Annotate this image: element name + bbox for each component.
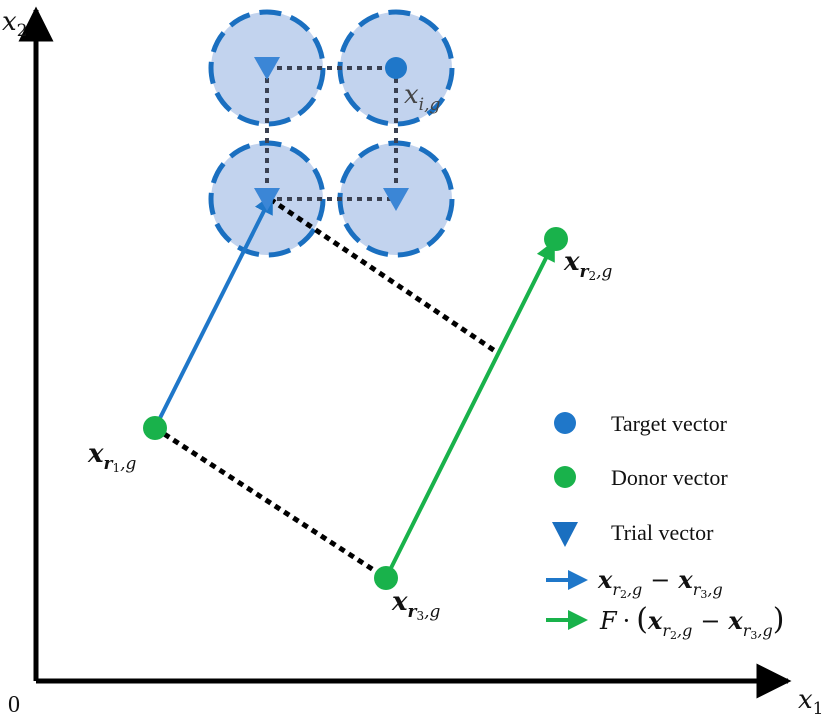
trial-vector-marker-3 <box>383 188 409 211</box>
target-vector-point <box>385 57 407 79</box>
donor-point-r2 <box>544 227 568 251</box>
y-axis-label: x2 <box>2 7 28 41</box>
trial-vector-marker-2 <box>254 188 280 211</box>
legend-trial-label: Trial vector <box>611 520 714 545</box>
legend-target-icon <box>554 412 576 434</box>
r2-point-label: xr2,g <box>563 247 613 283</box>
r3-point-label: xr3,g <box>391 587 441 623</box>
r1-point-label: xr1,g <box>87 439 137 475</box>
legend-trial-icon <box>552 522 578 547</box>
green-scaled-arrow <box>384 240 555 579</box>
legend-target-label: Target vector <box>611 411 728 436</box>
x-axis-label: x1 <box>798 685 824 717</box>
parallelogram-dotted <box>153 196 500 581</box>
target-point-label: xi,g <box>404 80 441 115</box>
trial-vector-marker-1 <box>254 57 280 80</box>
origin-label: 0 <box>8 692 20 717</box>
donor-point-r3 <box>374 566 398 590</box>
blue-difference-arrow <box>153 193 273 429</box>
legend-donor-label: Donor vector <box>611 465 728 490</box>
legend-donor-icon <box>554 466 576 488</box>
donor-point-r1 <box>143 416 167 440</box>
dotted-grid <box>265 66 398 201</box>
legend: Target vector Donor vector Trial vector … <box>546 411 784 642</box>
legend-scaled-label: F·(xr2,g−xr3,g) <box>599 602 784 642</box>
neighborhood-circles <box>208 9 455 258</box>
legend-difference-label: xr2,g−xr3,g <box>597 565 723 601</box>
